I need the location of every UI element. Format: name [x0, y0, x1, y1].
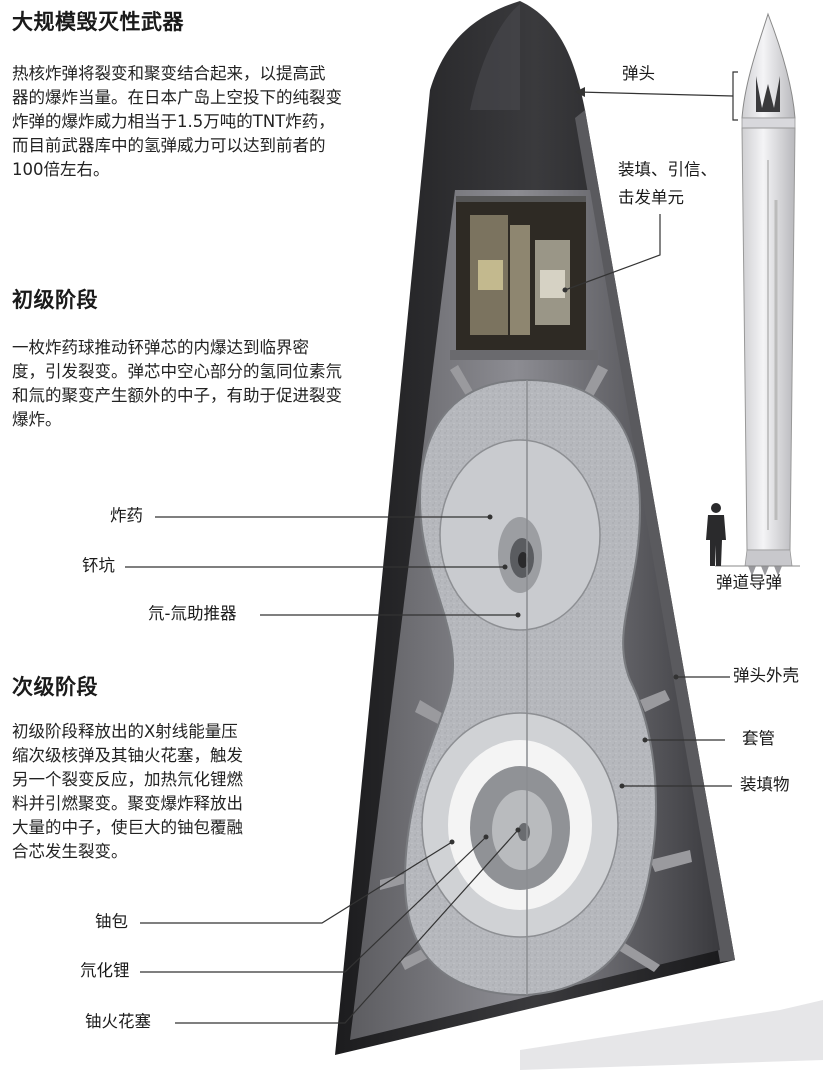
arming-block-4	[478, 260, 503, 290]
label-arming-2: 击发单元	[618, 188, 684, 207]
label-explosive: 炸药	[110, 506, 143, 525]
person-icon	[706, 503, 726, 566]
floor-shadow	[520, 1000, 823, 1070]
leader-dots	[449, 287, 679, 845]
label-tamper: 套管	[742, 729, 775, 748]
primary-heading: 初级阶段	[12, 288, 98, 312]
secondary-line-2: 缩次级核弹及其铀火花塞，触发	[12, 746, 243, 765]
primary-line-4: 爆炸。	[12, 410, 62, 429]
warhead-arrow	[575, 87, 585, 97]
primary-line-3: 和氚的聚变产生额外的中子，有助于促进裂变	[12, 386, 342, 405]
primary-line-2: 度，引发裂变。弹芯中空心部分的氢同位素氘	[12, 362, 342, 381]
intro-line-5: 100倍左右。	[12, 160, 110, 179]
primary-text: 一枚炸药球推动钚弹芯的内爆达到临界密 度，引发裂变。弹芯中空心部分的氢同位素氘 …	[12, 336, 417, 432]
page-title: 大规模毁灭性武器	[12, 10, 184, 34]
intro-line-4: 而目前武器库中的氢弹威力可以达到前者的	[12, 136, 326, 155]
secondary-line-6: 合芯发生裂变。	[12, 842, 128, 861]
secondary-line-4: 料并引燃聚变。聚变爆炸释放出	[12, 794, 243, 813]
intro-text: 热核炸弹将裂变和聚变结合起来，以提高武 器的爆炸当量。在日本广岛上空投下的纯裂变…	[12, 62, 417, 182]
label-uranium-sparkplug: 铀火花塞	[85, 1012, 151, 1031]
arming-top-plate	[456, 196, 586, 202]
label-lithium-deuteride: 氘化锂	[80, 961, 130, 980]
arming-bottom-plate	[450, 350, 598, 360]
arming-block-5	[540, 270, 565, 298]
secondary-line-1: 初级阶段释放出的X射线能量压	[12, 722, 238, 741]
intro-line-1: 热核炸弹将裂变和聚变结合起来，以提高武	[12, 64, 326, 83]
casing-edge	[575, 110, 735, 962]
label-warhead: 弹头	[622, 64, 655, 83]
nose-highlight	[470, 4, 520, 110]
label-casing: 弹头外壳	[733, 666, 799, 685]
leader-lines	[125, 91, 734, 1024]
secondary-text: 初级阶段释放出的X射线能量压 缩次级核弹及其铀火花塞，触发 另一个裂变反应，加热…	[12, 720, 302, 864]
sparkplug-core	[518, 823, 530, 841]
primary-line-1: 一枚炸药球推动钚弹芯的内爆达到临界密	[12, 338, 309, 357]
warhead-bracket	[732, 71, 738, 121]
label-filler: 装填物	[740, 775, 790, 794]
label-missile: 弹道导弹	[716, 573, 782, 592]
label-booster: 氘-氚助推器	[148, 604, 237, 623]
secondary-line-3: 另一个裂变反应，加热氘化锂燃	[12, 770, 243, 789]
secondary-line-5: 大量的中子，使巨大的铀包覆融	[12, 818, 243, 837]
intro-line-3: 炸弹的爆炸威力相当于1.5万吨的TNT炸药，	[12, 112, 335, 131]
label-uranium-shell: 铀包	[95, 912, 128, 931]
secondary-heading: 次级阶段	[12, 675, 98, 699]
label-arming-1: 装填、引信、	[618, 160, 717, 179]
missile	[715, 12, 800, 576]
intro-line-2: 器的爆炸当量。在日本广岛上空投下的纯裂变	[12, 88, 342, 107]
label-plutonium-pit: 钚坑	[82, 556, 115, 575]
arming-block-2	[510, 225, 530, 335]
booster-core	[518, 552, 528, 568]
